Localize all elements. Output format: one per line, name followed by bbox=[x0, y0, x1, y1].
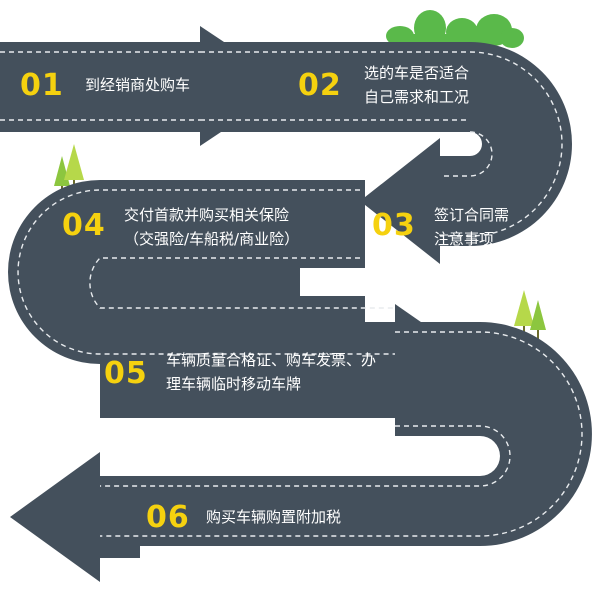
road-centre-dashes bbox=[0, 51, 583, 537]
road-curve-1 bbox=[200, 42, 572, 246]
step-06-text: 购买车辆购置附加税 bbox=[206, 508, 342, 526]
step-03-text-line1: 签订合同需 bbox=[434, 206, 510, 224]
step-03-text-line2: 注意事项 bbox=[434, 230, 495, 248]
step-02-text-line2: 自己需求和工况 bbox=[364, 88, 470, 106]
step-01-text: 到经销商处购车 bbox=[85, 76, 191, 94]
road-curve-3 bbox=[100, 322, 592, 546]
step-03-number: 03 bbox=[372, 208, 416, 243]
step-04-text-line2: （交强险/车船税/商业险） bbox=[124, 230, 300, 248]
bush-top-right bbox=[386, 10, 524, 48]
road-curve-2 bbox=[8, 180, 365, 364]
step-02-number: 02 bbox=[298, 68, 342, 103]
step-02-text-line1: 选的车是否适合 bbox=[364, 64, 470, 82]
road-band-3 bbox=[100, 304, 490, 436]
road-band-2-body bbox=[86, 180, 360, 296]
step-04-number: 04 bbox=[62, 208, 106, 243]
road-band-2 bbox=[360, 138, 470, 264]
step-06-number: 06 bbox=[146, 500, 190, 535]
step-04-text-line1: 交付首款并购买相关保险 bbox=[124, 206, 290, 224]
step-05-text-line2: 理车辆临时移动车牌 bbox=[166, 375, 302, 393]
road-band-4 bbox=[10, 452, 140, 582]
step-05-number: 05 bbox=[104, 356, 148, 391]
step-05-text-line1: 车辆质量合格证、购车发票、办 bbox=[166, 351, 377, 369]
step-01-number: 01 bbox=[20, 68, 64, 103]
